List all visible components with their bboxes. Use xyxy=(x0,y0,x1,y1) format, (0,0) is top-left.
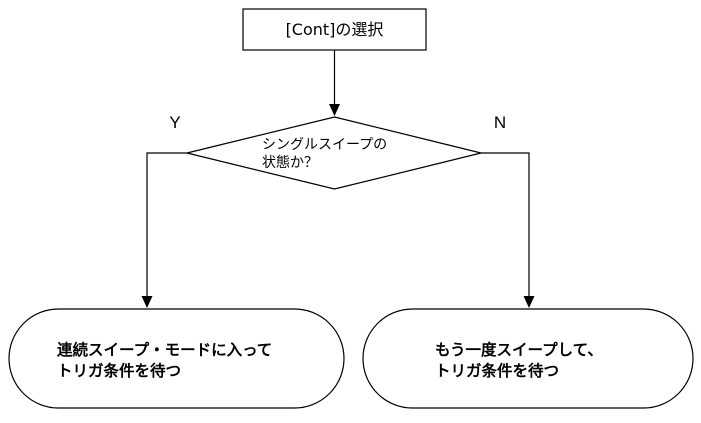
branch-label-yes: Y xyxy=(169,113,180,132)
start-box xyxy=(242,8,427,51)
terminal-left-line1: 連続スイープ・モードに入って xyxy=(57,340,272,359)
decision-label-line2: 状態か？ xyxy=(262,155,318,171)
arrowhead-yes xyxy=(141,296,153,308)
arrowhead-no xyxy=(523,296,535,308)
terminal-left xyxy=(8,308,345,409)
edge-decision-yes xyxy=(146,152,187,296)
branch-label-no: N xyxy=(494,113,506,132)
terminal-right-line2: トリガ条件を待つ xyxy=(435,361,559,380)
decision-label-line1: シングルスイープの xyxy=(262,137,387,153)
terminal-right-line1: もう一度スイープして、 xyxy=(435,340,603,359)
arrowhead-start-to-decision xyxy=(329,104,340,116)
terminal-left-line2: トリガ条件を待つ xyxy=(57,361,181,380)
edge-decision-no xyxy=(481,152,530,296)
decision-diamond xyxy=(186,116,482,190)
terminal-right xyxy=(362,308,694,409)
start-box-label: [Cont]の選択 xyxy=(286,20,384,39)
